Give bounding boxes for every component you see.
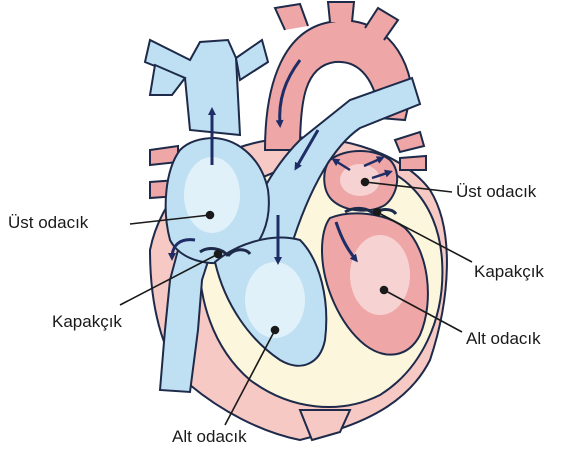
label-left-upper-chamber: Üst odacık (8, 214, 88, 231)
vena-cava-branch-right (236, 40, 268, 80)
leader-left-upper-dot (207, 212, 214, 219)
leader-left-valve-dot (215, 251, 222, 258)
label-right-valve: Kapakçık (474, 263, 544, 280)
label-bottom-chamber: Alt odacık (172, 428, 247, 445)
right-atrium-highlight (184, 157, 240, 233)
label-left-valve: Kapakçık (52, 313, 122, 330)
leader-right-lower-dot (381, 287, 388, 294)
leader-right-upper-dot (362, 179, 369, 186)
leader-right-valve-dot (374, 209, 381, 216)
label-right-upper-chamber: Üst odacık (456, 183, 536, 200)
left-ventricle-highlight (350, 235, 410, 315)
pulmonary-veins-right (395, 132, 426, 170)
leader-bottom-dot (272, 327, 279, 334)
label-right-lower-chamber: Alt odacık (466, 330, 541, 347)
